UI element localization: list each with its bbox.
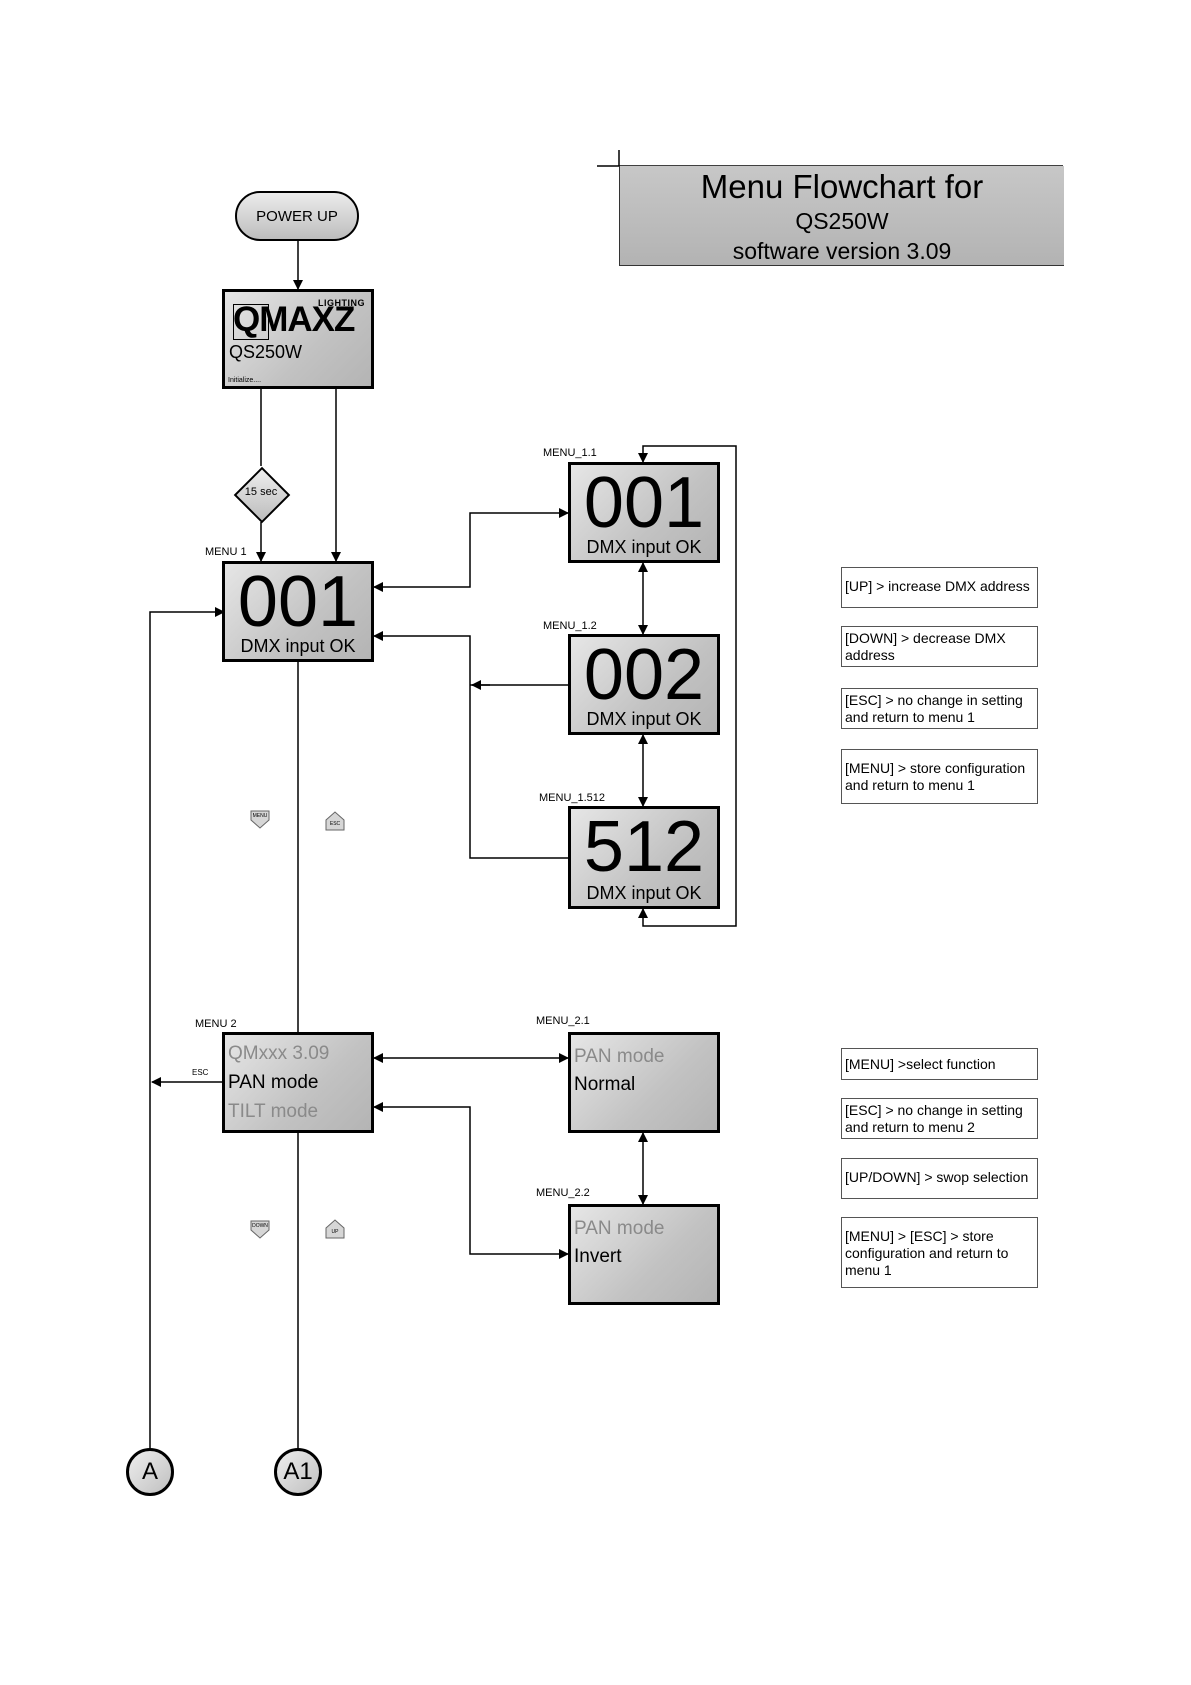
esc-key-text: ESC xyxy=(329,821,341,827)
menu2-1-line-value: Normal xyxy=(574,1074,636,1095)
menu2-2-screen: PAN mode Invert xyxy=(568,1204,720,1305)
menu-key-icon: MENU xyxy=(249,808,271,830)
menu-key-text: MENU xyxy=(252,813,268,819)
title-line-2: QS250W xyxy=(795,208,889,234)
note-menu2-menu: [MENU] >select function xyxy=(841,1048,1038,1080)
menu2-2-label: MENU_2.2 xyxy=(536,1187,590,1199)
menu1-2-value: 002 xyxy=(583,635,705,715)
title-line-1: Menu Flowchart for xyxy=(700,168,984,205)
up-key-text: UP xyxy=(331,1229,339,1235)
menu1-512-status: DMX input OK xyxy=(586,883,702,903)
menu1-1-value: 001 xyxy=(583,463,705,543)
note-menu1-down: [DOWN] > decrease DMX address xyxy=(841,626,1038,667)
note-menu2-store: [MENU] > [ESC] > store configuration and… xyxy=(841,1217,1038,1288)
menu2-line-pan: PAN mode xyxy=(228,1072,319,1093)
esc-key-icon: ESC xyxy=(324,810,346,832)
menu1-512-value: 512 xyxy=(583,807,705,887)
title-box: Menu Flowchart for QS250W software versi… xyxy=(619,166,1064,266)
menu2-esc-label: ESC xyxy=(192,1068,209,1077)
menu1-2-status: DMX input OK xyxy=(586,709,702,729)
boot-model: QS250W xyxy=(229,342,303,362)
note-menu1-up: [UP] > increase DMX address xyxy=(841,567,1038,608)
logo-frame xyxy=(233,304,269,340)
menu2-1-screen: PAN mode Normal xyxy=(568,1032,720,1133)
note-menu2-esc: [ESC] > no change in setting and return … xyxy=(841,1098,1038,1139)
menu1-status: DMX input OK xyxy=(240,636,356,656)
menu1-1-screen: 001 DMX input OK xyxy=(568,462,720,563)
menu1-2-label: MENU_1.2 xyxy=(543,620,597,632)
menu2-1-label: MENU_2.1 xyxy=(536,1015,590,1027)
note-menu1-esc: [ESC] > no change in setting and return … xyxy=(841,688,1038,729)
boot-screen: QMAXZ LIGHTING QS250W Initialize.... xyxy=(222,289,374,389)
menu2-label: MENU 2 xyxy=(195,1018,237,1030)
menu2-screen: QMxxx 3.09 PAN mode TILT mode xyxy=(222,1032,374,1133)
menu1-label: MENU 1 xyxy=(205,546,247,558)
menu1-1-label: MENU_1.1 xyxy=(543,447,597,459)
menu2-line-version: QMxxx 3.09 xyxy=(228,1043,330,1064)
title-line-3: software version 3.09 xyxy=(732,238,952,264)
menu2-line-tilt: TILT mode xyxy=(228,1101,319,1122)
menu1-value: 001 xyxy=(237,562,359,642)
down-key-icon: DOWN xyxy=(249,1218,271,1240)
menu2-1-line-title: PAN mode xyxy=(574,1046,665,1067)
note-menu2-updown: [UP/DOWN] > swop selection xyxy=(841,1158,1038,1199)
menu1-1-status: DMX input OK xyxy=(586,537,702,557)
brand-lighting-text: LIGHTING xyxy=(318,298,365,308)
menu2-2-line-title: PAN mode xyxy=(574,1218,665,1239)
connector-a: A xyxy=(126,1448,174,1496)
menu1-2-screen: 002 DMX input OK xyxy=(568,634,720,735)
connector-a1: A1 xyxy=(274,1448,322,1496)
delay-label: 15 sec xyxy=(244,486,278,498)
note-menu1-menu: [MENU] > store configuration and return … xyxy=(841,749,1038,804)
menu1-512-label: MENU_1.512 xyxy=(539,792,606,804)
power-up-node: POWER UP xyxy=(235,191,359,241)
down-key-text: DOWN xyxy=(252,1223,268,1229)
brand-logo: QMAXZ xyxy=(233,300,355,339)
boot-status: Initialize.... xyxy=(228,377,262,384)
menu2-2-line-value: Invert xyxy=(574,1246,622,1267)
up-key-icon: UP xyxy=(324,1218,346,1240)
menu1-screen: 001 DMX input OK xyxy=(222,561,374,662)
delay-decision: 15 sec xyxy=(233,466,291,524)
menu1-512-screen: 512 DMX input OK xyxy=(568,806,720,909)
